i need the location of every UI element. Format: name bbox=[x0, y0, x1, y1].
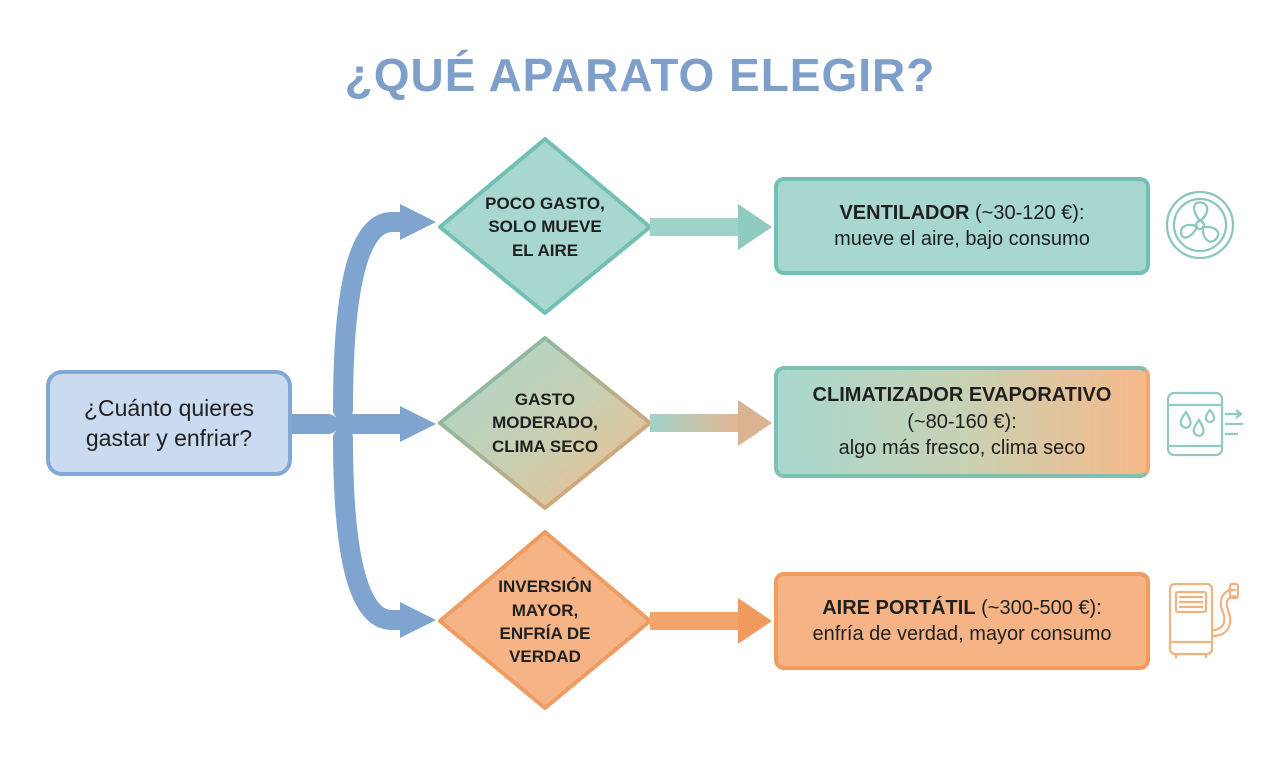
result-2-title: CLIMATIZADOR EVAPORATIVO bbox=[812, 384, 1112, 407]
decision-label-3: INVERSIÓN MAYOR, ENFRÍA DE VERDAD bbox=[470, 572, 620, 672]
start-question-box: ¿Cuánto quieres gastar y enfriar? bbox=[46, 370, 292, 476]
decision-2-line-1: GASTO bbox=[514, 389, 576, 409]
branch-arrowheads bbox=[400, 204, 436, 638]
decision-1-line-3: EL AIRE bbox=[511, 240, 579, 260]
decision-diamond-2 bbox=[438, 336, 652, 510]
result-box-ventilador: VENTILADOR (~30-120 €): mueve el aire, b… bbox=[774, 177, 1150, 275]
result-1-price: (~30-120 €): bbox=[969, 201, 1085, 224]
result-2-description: algo más fresco, clima seco bbox=[838, 437, 1086, 460]
decision-label-1: POCO GASTO, SOLO MUEVE EL AIRE bbox=[470, 181, 620, 273]
result-3-heading: AIRE PORTÁTIL (~300-500 €): bbox=[822, 595, 1102, 621]
decision-3-line-2: MAYOR, bbox=[511, 600, 579, 620]
result-box-climatizador: CLIMATIZADOR EVAPORATIVO (~80-160 €): al… bbox=[774, 366, 1150, 478]
result-2-price: (~80-160 €): bbox=[907, 410, 1017, 433]
decision-3-line-3: ENFRÍA DE bbox=[499, 624, 591, 643]
decision-2-line-2: MODERADO, bbox=[492, 413, 598, 433]
arrowhead-3 bbox=[400, 602, 436, 638]
decision-3-line-4: VERDAD bbox=[509, 647, 581, 667]
result-arrow-2 bbox=[650, 400, 772, 446]
evaporative-cooler-icon bbox=[1166, 391, 1243, 457]
start-question-line-1: ¿Cuánto quieres bbox=[83, 394, 255, 421]
result-arrow-3 bbox=[650, 598, 772, 644]
decision-1-line-2: SOLO MUEVE bbox=[488, 217, 602, 237]
arrowhead-1 bbox=[400, 204, 436, 240]
branch-connector bbox=[282, 212, 418, 630]
result-1-heading: VENTILADOR (~30-120 €): bbox=[839, 200, 1084, 226]
result-3-description: enfría de verdad, mayor consumo bbox=[812, 623, 1112, 645]
decision-diamond-1 bbox=[438, 137, 652, 315]
result-arrow-1 bbox=[650, 204, 772, 250]
decision-3-line-1: INVERSIÓN bbox=[498, 577, 592, 597]
result-3-title: AIRE PORTÁTIL bbox=[822, 596, 976, 619]
fan-icon bbox=[1165, 190, 1235, 260]
result-3-price: (~300-500 €): bbox=[975, 596, 1102, 619]
arrowhead-2 bbox=[400, 406, 436, 442]
portable-ac-icon bbox=[1168, 582, 1240, 658]
decision-2-line-3: CLIMA SECO bbox=[491, 436, 599, 456]
result-1-title: VENTILADOR bbox=[839, 201, 970, 224]
result-box-aire-portatil: AIRE PORTÁTIL (~300-500 €): enfría de ve… bbox=[774, 572, 1150, 670]
decision-1-line-1: POCO GASTO, bbox=[485, 193, 605, 213]
decision-diamond-3 bbox=[438, 530, 652, 710]
page-title: ¿QUÉ APARATO ELEGIR? bbox=[344, 49, 936, 101]
start-question-line-2: gastar y enfriar? bbox=[85, 425, 253, 451]
decision-label-2: GASTO MODERADO, CLIMA SECO bbox=[470, 377, 620, 469]
result-1-description: mueve el aire, bajo consumo bbox=[834, 228, 1090, 250]
